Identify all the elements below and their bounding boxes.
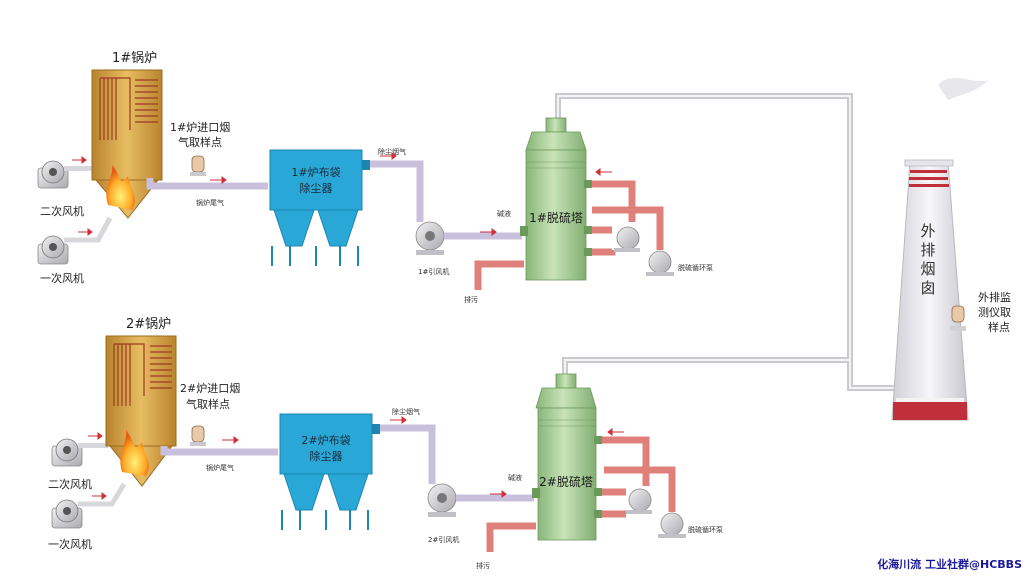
pump-label-1: 脱硫循环泵 bbox=[678, 263, 713, 272]
svg-text:排: 排 bbox=[920, 241, 935, 259]
tower-label-1: 1#脱硫塔 bbox=[529, 210, 583, 225]
line-2: 二次风机 一次风机 2#锅炉 2#炉进口烟 气取样点 锅炉尾气 bbox=[48, 316, 723, 570]
line-1: 二次风机 一次风机 1#锅炉 1#炉进口烟 气取样点 锅炉尾气 bbox=[37, 50, 713, 304]
svg-text:样点: 样点 bbox=[988, 320, 1010, 334]
circulation-pump-2b bbox=[658, 512, 686, 538]
svg-text:外: 外 bbox=[920, 222, 935, 240]
desulfurization-tower-1 bbox=[520, 117, 592, 281]
flue-duct-1 bbox=[146, 178, 268, 190]
alkali-label-1: 碱液 bbox=[497, 209, 511, 218]
smoke-plume bbox=[938, 78, 988, 100]
induced-fan-2 bbox=[427, 483, 457, 517]
filter-label-2b: 除尘器 bbox=[310, 449, 343, 463]
drain-label-1: 排污 bbox=[464, 295, 478, 304]
secondary-fan-1 bbox=[37, 160, 96, 189]
bag-filter-2 bbox=[279, 413, 380, 530]
drain-label-2: 排污 bbox=[476, 561, 490, 570]
inlet-sampler-2 bbox=[190, 425, 206, 446]
induced-fan-label-2: 2#引风机 bbox=[428, 535, 459, 544]
stack-label: 外 排 烟 囱 bbox=[920, 222, 935, 297]
desulfurization-tower-2 bbox=[532, 373, 602, 541]
bag-filter-1 bbox=[269, 149, 370, 266]
secondary-fan-2 bbox=[51, 438, 108, 467]
flow-arrows bbox=[72, 152, 624, 500]
watermark: 化海川流 工业社群@HCBBS bbox=[877, 557, 1022, 571]
sample-label-1a: 1#炉进口烟 bbox=[170, 120, 230, 134]
boiler-title-2: 2#锅炉 bbox=[126, 316, 171, 332]
filter-label-1b: 除尘器 bbox=[300, 181, 333, 195]
boiler-2 bbox=[105, 335, 177, 487]
induced-fan-label-1: 1#引风机 bbox=[418, 267, 449, 276]
primary-fan-2 bbox=[51, 482, 127, 529]
stack-monitor-sampler bbox=[950, 305, 966, 331]
flue-duct-2 bbox=[160, 446, 278, 456]
clean-gas-duct-2 bbox=[380, 424, 436, 484]
flue-label-1: 锅炉尾气 bbox=[196, 198, 224, 207]
fan-secondary-label-1: 二次风机 bbox=[40, 204, 84, 218]
circulation-pump-2a bbox=[626, 488, 652, 514]
sample-label-2b: 气取样点 bbox=[186, 397, 230, 411]
after-filter-label-1: 除尘烟气 bbox=[378, 147, 406, 156]
boiler-title-1: 1#锅炉 bbox=[112, 50, 157, 66]
induced-fan-1 bbox=[415, 221, 445, 255]
circulation-pipes-2 bbox=[486, 436, 676, 552]
main-duct bbox=[555, 93, 898, 391]
clean-gas-duct-1 bbox=[370, 160, 424, 222]
svg-text:测仪取: 测仪取 bbox=[978, 306, 1011, 319]
sample-label-2a: 2#炉进口烟 bbox=[180, 381, 240, 395]
alkali-label-2: 碱液 bbox=[508, 473, 522, 482]
pump-label-2: 脱硫循环泵 bbox=[688, 525, 723, 534]
fan-primary-label-1: 一次风机 bbox=[40, 271, 84, 285]
circulation-pump-1b bbox=[646, 250, 674, 276]
fan-secondary-label-2: 二次风机 bbox=[48, 477, 92, 491]
sample-label-1b: 气取样点 bbox=[178, 135, 222, 149]
svg-text:烟: 烟 bbox=[920, 260, 935, 278]
fan-primary-label-2: 一次风机 bbox=[48, 537, 92, 551]
circulation-pump-1a bbox=[614, 226, 640, 252]
stack-monitor-label: 外排监 测仪取 样点 bbox=[978, 290, 1011, 334]
boiler-1 bbox=[91, 69, 163, 219]
inlet-sampler-1 bbox=[190, 155, 206, 176]
svg-text:囱: 囱 bbox=[920, 279, 935, 297]
filter-label-2a: 2#炉布袋 bbox=[301, 433, 350, 447]
chimney bbox=[891, 78, 988, 421]
primary-fan-1 bbox=[37, 216, 113, 265]
main-duct-inner bbox=[557, 95, 898, 389]
filter-label-1a: 1#炉布袋 bbox=[291, 165, 340, 179]
after-filter-label-2: 除尘烟气 bbox=[392, 407, 420, 416]
svg-text:外排监: 外排监 bbox=[978, 290, 1011, 304]
flue-label-2: 锅炉尾气 bbox=[206, 463, 234, 472]
tower-label-2: 2#脱硫塔 bbox=[539, 474, 593, 489]
